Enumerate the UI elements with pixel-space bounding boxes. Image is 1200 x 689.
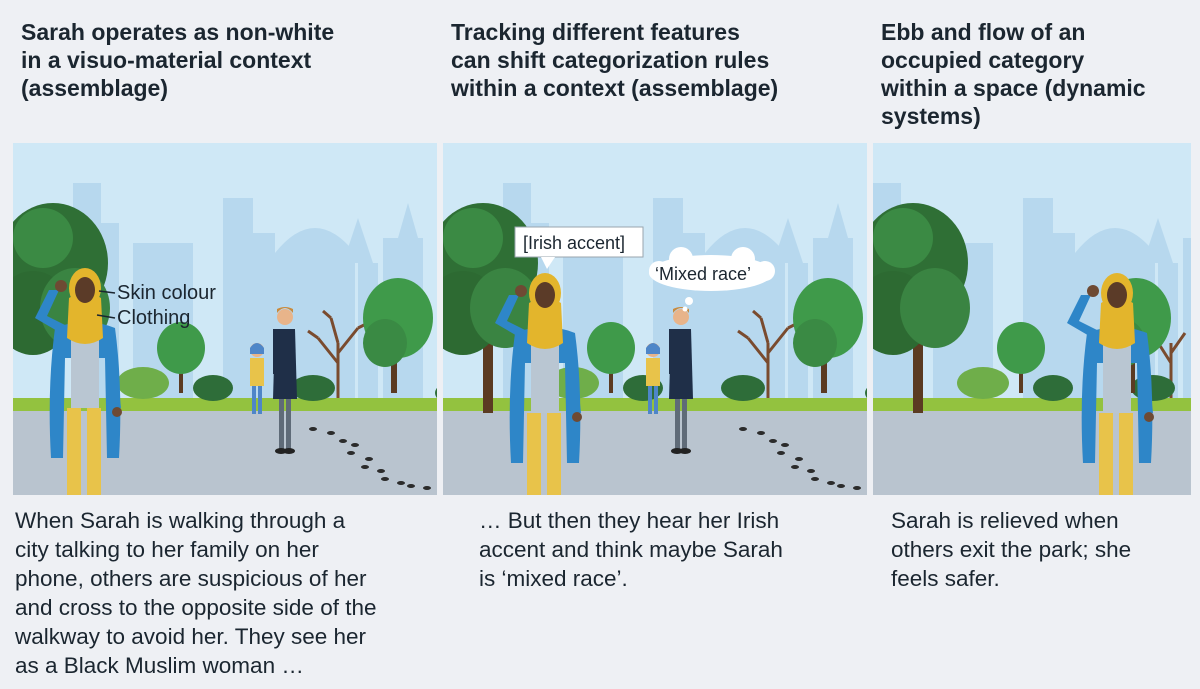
label-clothing: Clothing — [117, 307, 190, 329]
scene-illustration — [873, 143, 1191, 495]
panel-title: Tracking different features can shift ca… — [451, 19, 779, 101]
panel-assemblage-context: Sarah operates as non-white in a visuo-m… — [13, 0, 437, 689]
panel-dynamic-systems: Ebb and flow of an occupied category wit… — [873, 0, 1191, 689]
scene-illustration: [Irish accent] ‘Mixed race’ — [443, 143, 867, 495]
panel-title: Sarah operates as non-white in a visuo-m… — [21, 19, 335, 101]
panel-caption: When Sarah is walking through a city tal… — [15, 508, 377, 678]
thought-bubble: ‘Mixed race’ — [649, 247, 775, 312]
speech-bubble: [Irish accent] — [514, 226, 644, 269]
panel-shift-categorization: Tracking different features can shift ca… — [443, 0, 867, 689]
label-skin-colour: Skin colour — [117, 282, 216, 304]
panel-caption: Sarah is relieved when others exit the p… — [891, 508, 1132, 591]
panel-caption: … But then they hear her Irish accent an… — [479, 508, 783, 591]
thought-mixed-race: ‘Mixed race’ — [655, 264, 751, 284]
scene-illustration: Skin colour Clothing — [13, 143, 437, 495]
panel-title: Ebb and flow of an occupied category wit… — [881, 19, 1146, 129]
speech-irish-accent: [Irish accent] — [523, 233, 625, 253]
